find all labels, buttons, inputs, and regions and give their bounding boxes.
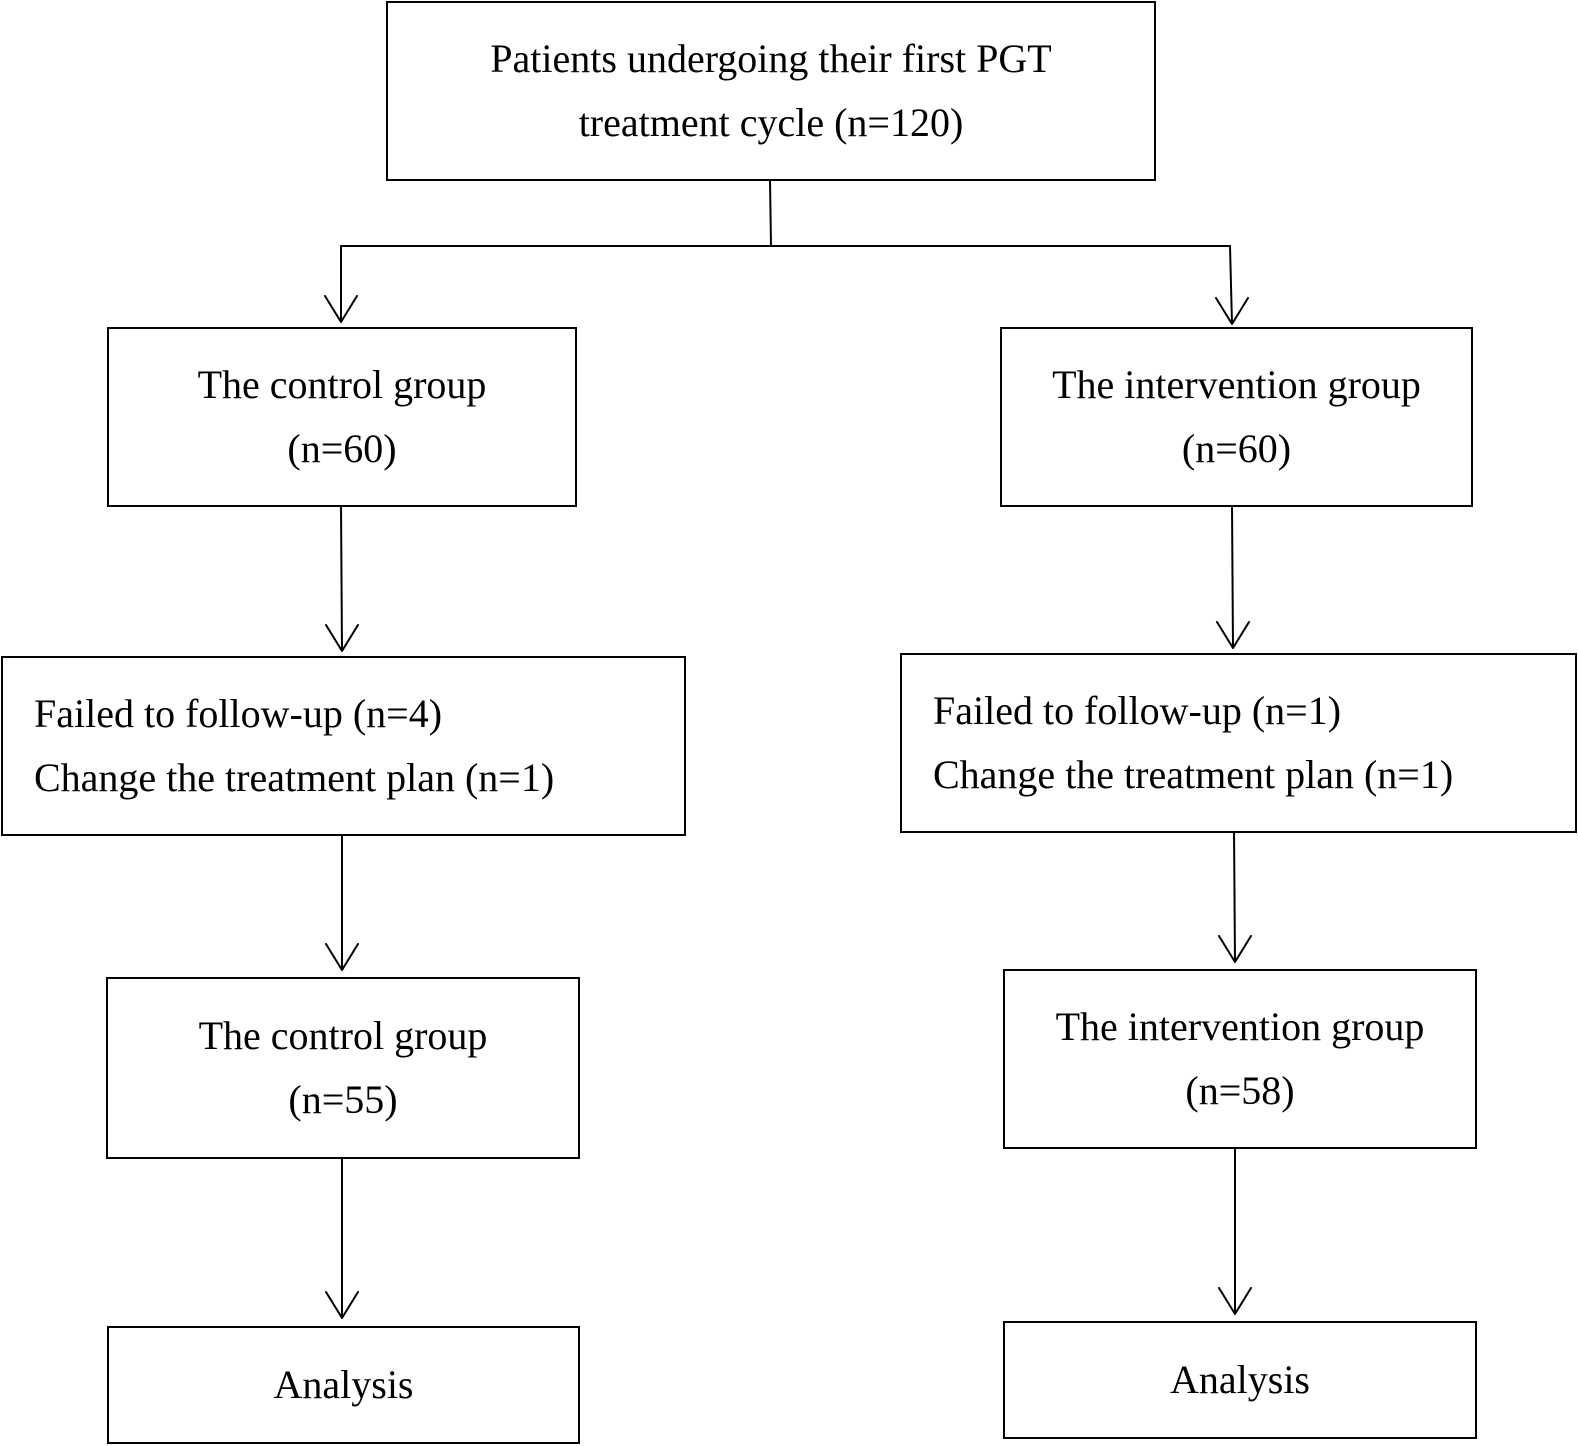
intervention-analysis-label: Analysis xyxy=(1170,1357,1310,1402)
intervention-exclusion-plan-change: Change the treatment plan (n=1) xyxy=(933,752,1454,797)
split-connector xyxy=(340,179,1231,247)
intervention-group-label: The intervention group xyxy=(1052,362,1421,407)
intervention-exclusions-box: Failed to follow-up (n=1) Change the tre… xyxy=(900,653,1577,833)
arrow-intervention-to-exclusions xyxy=(1216,504,1250,649)
intervention-exclusion-followup: Failed to follow-up (n=1) xyxy=(933,688,1342,733)
arrow-control-final-to-analysis xyxy=(325,1156,359,1319)
control-exclusions-box: Failed to follow-up (n=4) Change the tre… xyxy=(1,656,686,836)
intervention-final-count: (n=58) xyxy=(1185,1068,1295,1113)
arrow-top-to-intervention xyxy=(1215,245,1249,325)
arrow-exclusions-to-intervention-final xyxy=(1218,829,1252,963)
enrollment-line-1: Patients undergoing their first PGT xyxy=(490,36,1052,81)
control-final-label: The control group xyxy=(198,1013,488,1058)
intervention-group-count: (n=60) xyxy=(1181,426,1292,471)
enrollment-box: Patients undergoing their first PGT trea… xyxy=(386,1,1156,181)
control-group-box: The control group (n=60) xyxy=(107,327,577,507)
arrow-exclusions-to-control-final xyxy=(325,832,359,971)
control-exclusion-followup: Failed to follow-up (n=4) xyxy=(34,691,443,736)
intervention-final-label: The intervention group xyxy=(1055,1004,1425,1049)
intervention-group-box: The intervention group (n=60) xyxy=(1000,327,1473,507)
arrow-control-to-exclusions xyxy=(325,504,359,652)
control-final-count: (n=55) xyxy=(288,1077,398,1122)
arrow-top-to-control xyxy=(324,245,358,323)
control-exclusion-plan-change: Change the treatment plan (n=1) xyxy=(34,755,555,800)
control-analysis-box: Analysis xyxy=(107,1326,580,1444)
arrow-intervention-final-to-analysis xyxy=(1218,1145,1252,1315)
control-final-box: The control group (n=55) xyxy=(106,977,580,1159)
enrollment-line-2: treatment cycle (n=120) xyxy=(578,100,964,145)
control-group-count: (n=60) xyxy=(287,426,397,471)
intervention-analysis-box: Analysis xyxy=(1003,1321,1477,1439)
intervention-final-box: The intervention group (n=58) xyxy=(1003,969,1477,1149)
control-analysis-label: Analysis xyxy=(273,1362,414,1407)
control-group-label: The control group xyxy=(197,362,487,407)
